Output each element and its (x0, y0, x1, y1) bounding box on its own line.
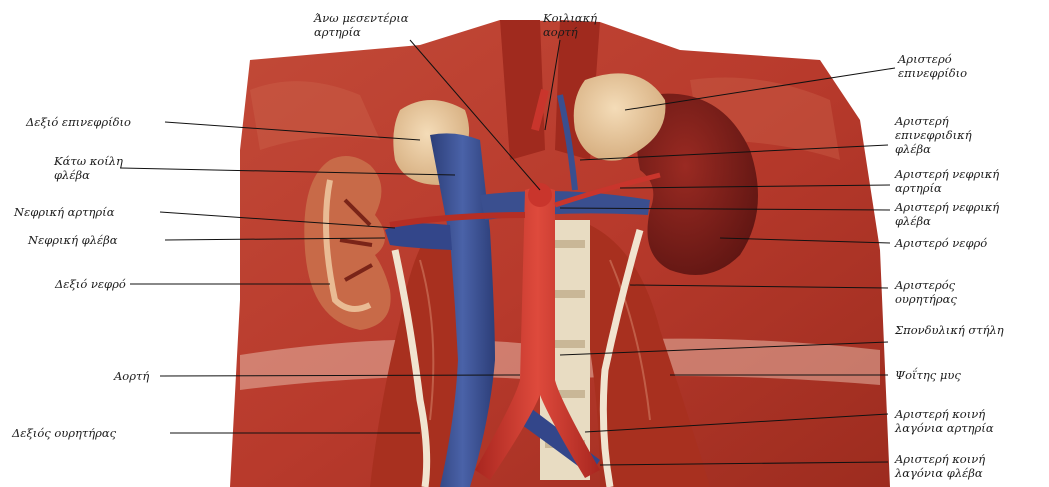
label-line: Σπονδυλική στήλη (895, 323, 1004, 337)
label-line: Νεφρική αρτηρία (14, 205, 114, 219)
label-psoas-muscle: Ψοΐτης μυς (895, 368, 961, 382)
label-left-common-iliac-vein: Αριστερή κοινή λαγόνια φλέβα (895, 452, 985, 480)
label-right-ureter: Δεξιός ουρητήρας (12, 426, 116, 440)
label-line: Δεξιό νεφρό (55, 277, 126, 291)
label-line: φλέβα (895, 142, 972, 156)
label-left-adrenal: Αριστερό επινεφρίδιο (898, 52, 967, 80)
label-line: Κάτω κοίλη (54, 154, 123, 168)
label-aorta: Αορτή (114, 369, 149, 383)
label-line: φλέβα (895, 214, 999, 228)
label-right-kidney: Δεξιό νεφρό (55, 277, 126, 291)
label-renal-vein: Νεφρική φλέβα (28, 233, 118, 247)
label-superior-mesenteric-artery: Άνω μεσεντέρια αρτηρία (314, 11, 409, 39)
label-line: αρτηρία (895, 181, 999, 195)
label-line: Αριστερή (895, 114, 972, 128)
label-inferior-vena-cava: Κάτω κοίλη φλέβα (54, 154, 123, 182)
label-vertebral-column: Σπονδυλική στήλη (895, 323, 1004, 337)
label-line: Αορτή (114, 369, 149, 383)
label-line: Δεξιό επινεφρίδιο (26, 115, 131, 129)
label-left-adrenal-vein: Αριστερή επινεφριδική φλέβα (895, 114, 972, 156)
label-line: αορτή (543, 25, 597, 39)
label-line: Αριστερό (898, 52, 967, 66)
label-line: Δεξιός ουρητήρας (12, 426, 116, 440)
label-line: αρτηρία (314, 25, 409, 39)
label-line: Αριστερή κοινή (895, 452, 985, 466)
label-left-renal-vein: Αριστερή νεφρική φλέβα (895, 200, 999, 228)
label-celiac-aorta: Κοιλιακή αορτή (543, 11, 597, 39)
label-line: Άνω μεσεντέρια (314, 11, 409, 25)
label-line: λαγόνια φλέβα (895, 466, 985, 480)
label-left-renal-artery: Αριστερή νεφρική αρτηρία (895, 167, 999, 195)
label-line: Ψοΐτης μυς (895, 368, 961, 382)
label-line: Αριστερός (895, 278, 957, 292)
label-renal-artery: Νεφρική αρτηρία (14, 205, 114, 219)
label-line: Αριστερή νεφρική (895, 167, 999, 181)
label-line: Αριστερή νεφρική (895, 200, 999, 214)
label-line: λαγόνια αρτηρία (895, 421, 994, 435)
label-line: επινεφρίδιο (898, 66, 967, 80)
label-line: Κοιλιακή (543, 11, 597, 25)
label-line: Αριστερή κοινή (895, 407, 994, 421)
label-line: Νεφρική φλέβα (28, 233, 118, 247)
label-line: επινεφριδική (895, 128, 972, 142)
label-left-kidney: Αριστερό νεφρό (895, 236, 987, 250)
label-line: φλέβα (54, 168, 123, 182)
label-left-ureter: Αριστερός ουρητήρας (895, 278, 957, 306)
label-left-common-iliac-artery: Αριστερή κοινή λαγόνια αρτηρία (895, 407, 994, 435)
label-line: ουρητήρας (895, 292, 957, 306)
label-right-adrenal: Δεξιό επινεφρίδιο (26, 115, 131, 129)
label-line: Αριστερό νεφρό (895, 236, 987, 250)
